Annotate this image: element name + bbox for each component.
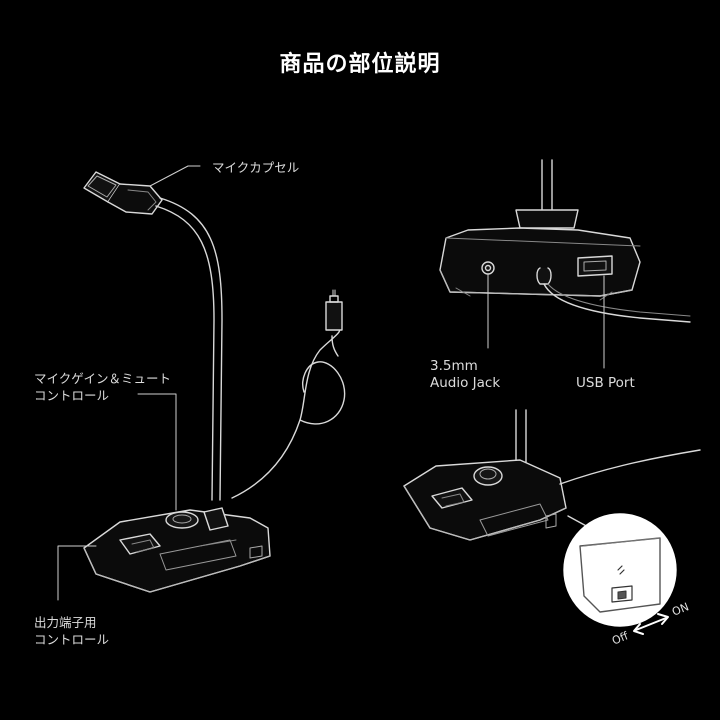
- label-output-line2: コントロール: [34, 632, 110, 647]
- switch-magnifier: [563, 513, 677, 627]
- label-gain-line1: マイクゲイン＆ミュート: [34, 371, 172, 386]
- off-on-arrow: [633, 613, 669, 635]
- mic-rear-view: [439, 159, 691, 369]
- label-audio-line1: 3.5mm: [430, 358, 478, 374]
- leader-lines-left: [57, 165, 201, 601]
- mic-full-view: [57, 165, 346, 601]
- label-mic-capsule: マイクカプセル: [212, 160, 300, 175]
- mic-base: [83, 507, 271, 593]
- usb-cable: [231, 289, 346, 499]
- label-output-line1: 出力端子用: [34, 615, 97, 630]
- label-gain-line2: コントロール: [34, 388, 110, 403]
- label-audio-jack: 3.5mm Audio Jack: [430, 358, 500, 392]
- mic-closeup-view: [403, 409, 701, 635]
- page-title: 商品の部位説明: [279, 52, 441, 77]
- label-output-control: 出力端子用 コントロール: [34, 614, 109, 648]
- gooseneck: [155, 197, 223, 501]
- mic-capsule: [83, 171, 163, 215]
- label-audio-line2: Audio Jack: [430, 375, 501, 391]
- label-gain-mute: マイクゲイン＆ミュート コントロール: [34, 370, 171, 404]
- label-usb-port: USB Port: [576, 375, 635, 391]
- leader-lines-rear: [487, 273, 605, 369]
